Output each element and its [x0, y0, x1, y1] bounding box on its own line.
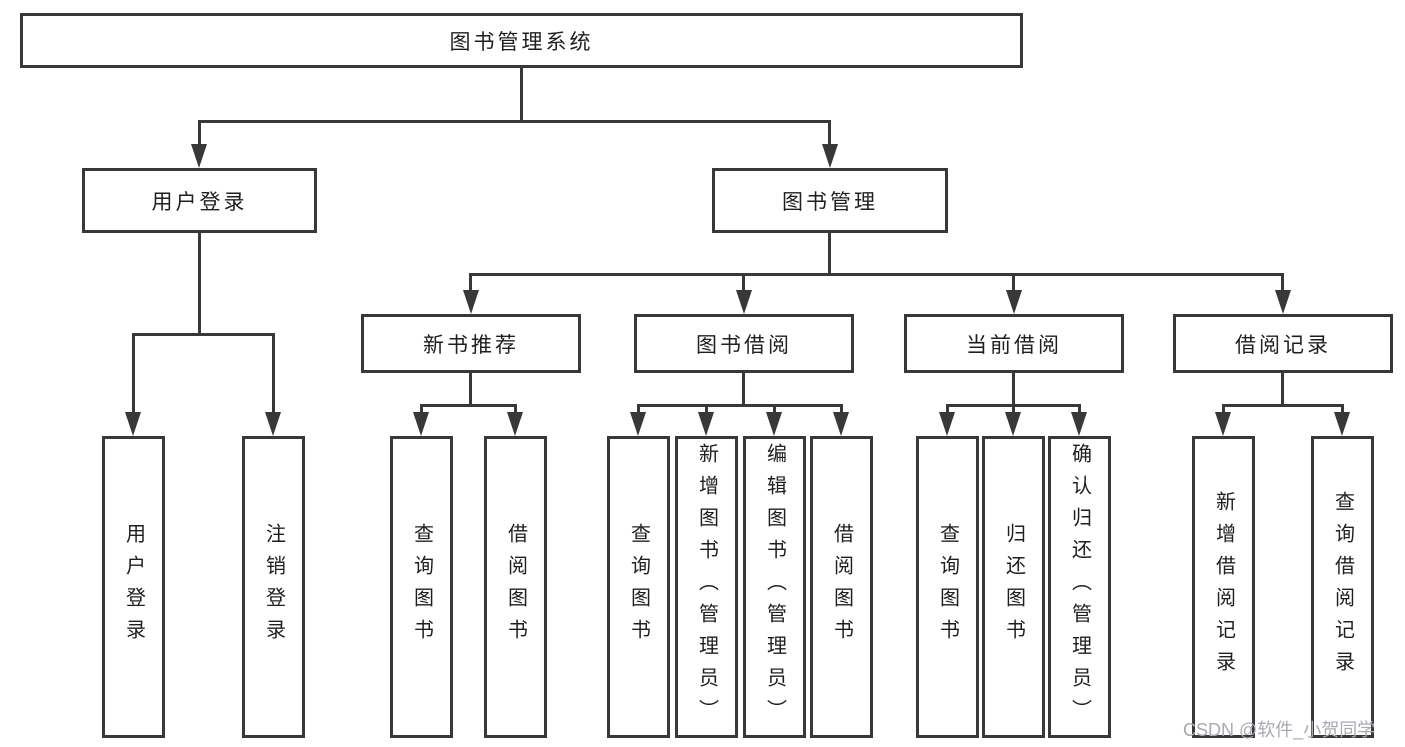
connector-line — [469, 373, 472, 404]
arrowhead-down-icon — [507, 412, 523, 436]
connector-line — [469, 273, 472, 292]
connector-line — [1281, 273, 1284, 292]
arrowhead-down-icon — [463, 290, 479, 314]
connector-line — [272, 333, 275, 414]
connector-line — [828, 120, 831, 146]
arrowhead-down-icon — [413, 412, 429, 436]
connector-line — [1341, 404, 1344, 416]
node-book-borrowing: 图书借阅 — [634, 314, 854, 373]
connector-line — [637, 404, 843, 407]
arrowhead-down-icon — [822, 144, 838, 168]
arrowhead-down-icon — [833, 412, 849, 436]
connector-line — [828, 233, 831, 273]
leaf-logout-label: 注销登录 — [262, 523, 285, 651]
node-book-management: 图书管理 — [712, 168, 948, 233]
arrowhead-down-icon — [1006, 290, 1022, 314]
connector-line — [742, 273, 745, 292]
connector-line — [742, 373, 745, 404]
node-current-borrowing: 当前借阅 — [904, 314, 1124, 373]
csdn-watermark: CSDN @软件_小贺同学 — [1183, 720, 1376, 740]
leaf-return-book-label: 归还图书 — [1002, 523, 1025, 651]
node-user-login: 用户登录 — [82, 168, 317, 233]
connector-line — [773, 404, 776, 416]
node-library-system: 图书管理系统 — [20, 13, 1023, 68]
leaf-user-login-label: 用户登录 — [122, 523, 145, 651]
node-current-borrowing-label: 当前借阅 — [966, 333, 1062, 357]
arrowhead-down-icon — [939, 412, 955, 436]
leaf-edit-book-admin: 编辑图书（管理员） — [743, 436, 806, 738]
connector-line — [420, 404, 423, 416]
arrowhead-down-icon — [698, 412, 714, 436]
connector-line — [840, 404, 843, 416]
connector-line — [1222, 404, 1344, 407]
leaf-confirm-return-admin: 确认归还（管理员） — [1048, 436, 1111, 738]
connector-line — [946, 404, 949, 416]
arrowhead-down-icon — [1005, 412, 1021, 436]
connector-line — [469, 273, 1284, 276]
leaf-query-borrow-record-label: 查询借阅记录 — [1331, 491, 1354, 683]
arrowhead-down-icon — [1275, 290, 1291, 314]
connector-line — [637, 404, 640, 416]
connector-line — [1078, 404, 1081, 416]
connector-line — [1012, 373, 1015, 404]
connector-line — [1281, 373, 1284, 404]
leaf-borrow-book-label: 借阅图书 — [830, 523, 853, 651]
connector-line — [514, 404, 517, 416]
leaf-borrow-book-recommend: 借阅图书 — [484, 436, 547, 738]
arrowhead-down-icon — [736, 290, 752, 314]
connector-line — [1012, 273, 1015, 292]
leaf-add-borrow-record: 新增借阅记录 — [1192, 436, 1255, 738]
leaf-logout: 注销登录 — [242, 436, 305, 738]
leaf-edit-book-admin-label: 编辑图书（管理员） — [763, 443, 786, 731]
leaf-borrow-book-recommend-label: 借阅图书 — [504, 523, 527, 651]
leaf-add-book-admin-label: 新增图书（管理员） — [695, 443, 718, 731]
leaf-return-book: 归还图书 — [982, 436, 1045, 738]
arrowhead-down-icon — [191, 144, 207, 168]
connector-line — [1012, 404, 1015, 416]
leaf-query-book-borrow-label: 查询图书 — [627, 523, 650, 651]
node-new-book-recommend: 新书推荐 — [361, 314, 581, 373]
leaf-query-book-current: 查询图书 — [916, 436, 979, 738]
leaf-borrow-book: 借阅图书 — [810, 436, 873, 738]
connector-line — [520, 68, 523, 120]
connector-line — [1222, 404, 1225, 416]
leaf-add-book-admin: 新增图书（管理员） — [675, 436, 738, 738]
leaf-confirm-return-admin-label: 确认归还（管理员） — [1068, 443, 1091, 731]
connector-line — [198, 120, 831, 123]
connector-line — [420, 404, 517, 407]
arrowhead-down-icon — [265, 412, 281, 436]
arrowhead-down-icon — [1215, 412, 1231, 436]
leaf-query-book-recommend: 查询图书 — [390, 436, 453, 738]
node-book-borrowing-label: 图书借阅 — [696, 333, 792, 357]
arrowhead-down-icon — [1334, 412, 1350, 436]
node-new-book-recommend-label: 新书推荐 — [423, 333, 519, 357]
node-book-management-label: 图书管理 — [782, 190, 878, 214]
arrowhead-down-icon — [125, 412, 141, 436]
node-user-login-label: 用户登录 — [151, 190, 248, 214]
node-borrowing-records: 借阅记录 — [1173, 314, 1393, 373]
arrowhead-down-icon — [1071, 412, 1087, 436]
arrowhead-down-icon — [766, 412, 782, 436]
leaf-add-borrow-record-label: 新增借阅记录 — [1212, 491, 1235, 683]
connector-line — [198, 233, 201, 333]
leaf-query-borrow-record: 查询借阅记录 — [1311, 436, 1374, 738]
leaf-query-book-borrow: 查询图书 — [607, 436, 670, 738]
node-borrowing-records-label: 借阅记录 — [1235, 333, 1331, 357]
leaf-query-book-current-label: 查询图书 — [936, 523, 959, 651]
connector-line — [132, 333, 135, 414]
connector-line — [132, 333, 275, 336]
connector-line — [198, 120, 201, 146]
leaf-user-login: 用户登录 — [102, 436, 165, 738]
arrowhead-down-icon — [630, 412, 646, 436]
leaf-query-book-recommend-label: 查询图书 — [410, 523, 433, 651]
connector-line — [705, 404, 708, 416]
node-library-system-label: 图书管理系统 — [449, 30, 594, 54]
